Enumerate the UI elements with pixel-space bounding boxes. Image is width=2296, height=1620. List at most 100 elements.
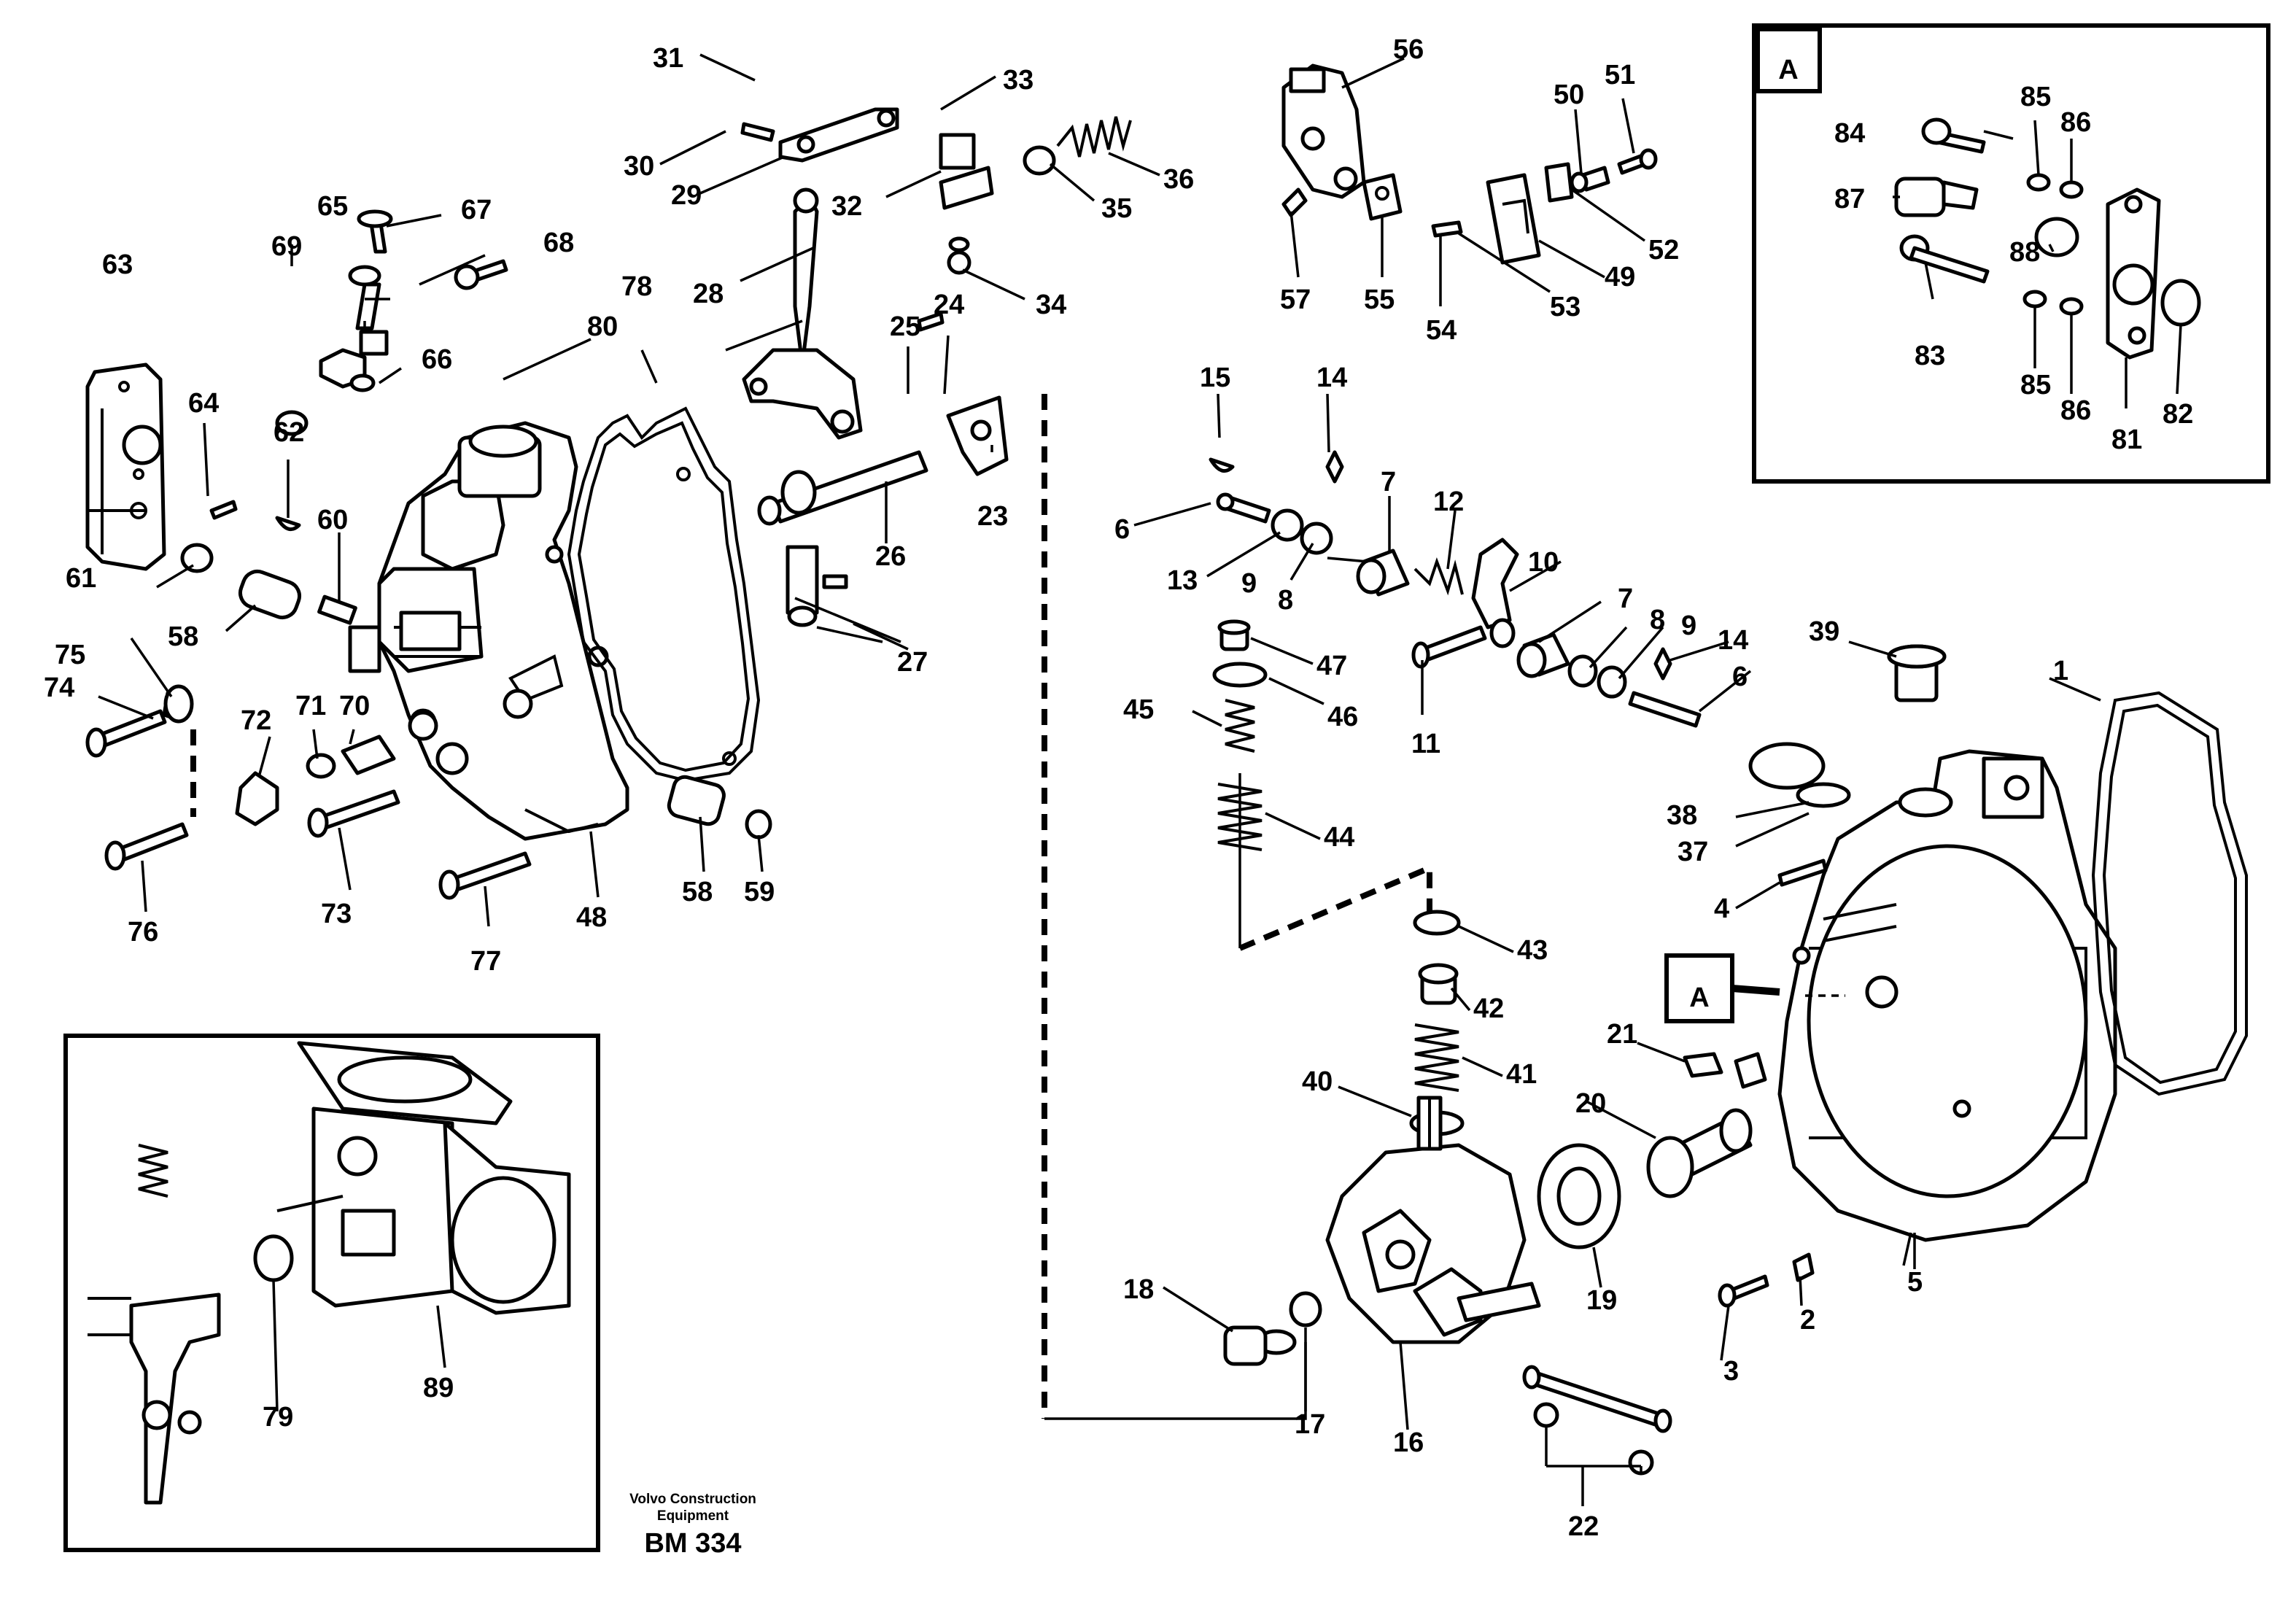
part-label-75: 75 <box>55 640 85 670</box>
part-label-22: 22 <box>1568 1511 1599 1542</box>
part-label-26: 26 <box>875 541 906 572</box>
part-label-1: 1 <box>2053 656 2068 686</box>
part-label-34: 34 <box>1036 290 1066 320</box>
part-label-5: 5 <box>1907 1267 1923 1298</box>
part-label-13: 13 <box>1167 565 1198 596</box>
part-label-55: 55 <box>1364 284 1395 315</box>
part-label-57: 57 <box>1280 284 1311 315</box>
cam-parts-19-21 <box>1537 1052 1767 1249</box>
part-label-10: 10 <box>1528 547 1559 578</box>
part-label-23: 23 <box>977 501 1008 532</box>
part-label-39: 39 <box>1809 616 1839 647</box>
part-label-65: 65 <box>317 191 348 222</box>
part-label-74: 74 <box>44 673 74 703</box>
part-label-7b: 7 <box>1618 584 1633 614</box>
part-label-64: 64 <box>188 388 219 419</box>
drawing-footer: Volvo Construction Equipment BM 334 <box>629 1492 756 1559</box>
part-label-6a: 6 <box>1114 514 1130 545</box>
bracket-group-49-57 <box>1281 63 1658 265</box>
part-label-27: 27 <box>897 647 928 678</box>
part-label-79: 79 <box>263 1402 293 1433</box>
part-label-48: 48 <box>576 902 607 933</box>
part-label-51: 51 <box>1605 60 1635 90</box>
publisher-line-2: Equipment <box>657 1508 729 1524</box>
part-label-18: 18 <box>1123 1274 1154 1305</box>
part-label-29: 29 <box>671 180 702 211</box>
part-label-46: 46 <box>1327 702 1358 732</box>
drawing-code: BM 334 <box>644 1528 741 1559</box>
spring-36 <box>1023 116 1132 176</box>
shaft-26 <box>757 395 1009 627</box>
part-label-6b: 6 <box>1732 662 1748 692</box>
part-label-9a: 9 <box>1241 568 1257 599</box>
part-label-86a: 86 <box>2060 107 2091 138</box>
part-label-88: 88 <box>2009 237 2040 268</box>
lever-28 <box>742 187 863 440</box>
part-label-11: 11 <box>1411 729 1440 759</box>
part-label-24: 24 <box>934 290 964 320</box>
governor-cover-housing <box>377 421 629 841</box>
callout-a-letter: A <box>1689 983 1709 1013</box>
leader-lines <box>98 53 2182 1506</box>
part-label-77: 77 <box>470 946 501 977</box>
part-label-63: 63 <box>102 249 133 280</box>
part-label-58b: 58 <box>682 877 713 907</box>
callout-a: A <box>1664 953 1845 1023</box>
part-label-47: 47 <box>1316 651 1347 681</box>
part-label-35: 35 <box>1101 193 1132 224</box>
part-label-67: 67 <box>461 195 492 225</box>
cover-gasket <box>567 406 761 783</box>
part-label-87: 87 <box>1834 184 1865 214</box>
part-label-31: 31 <box>653 43 683 74</box>
part-label-78: 78 <box>621 271 652 302</box>
part-label-4: 4 <box>1714 894 1729 924</box>
pump-body-16 <box>1223 1096 1672 1476</box>
gasket-1 <box>2091 691 2248 1096</box>
part-label-15: 15 <box>1200 363 1230 393</box>
part-label-42: 42 <box>1473 993 1504 1024</box>
part-label-36: 36 <box>1163 164 1194 195</box>
part-label-50: 50 <box>1554 80 1584 110</box>
part-label-32: 32 <box>831 191 862 222</box>
part-label-2: 2 <box>1800 1305 1815 1336</box>
part-label-3: 3 <box>1723 1356 1739 1387</box>
part-label-56: 56 <box>1393 34 1424 65</box>
part-label-17: 17 <box>1295 1409 1325 1440</box>
part-label-68: 68 <box>543 228 574 258</box>
part-label-37: 37 <box>1678 837 1708 867</box>
part-label-89: 89 <box>423 1373 454 1403</box>
part-label-16: 16 <box>1393 1427 1424 1458</box>
part-label-71: 71 <box>295 691 326 721</box>
part-label-33: 33 <box>1003 65 1033 96</box>
part-label-12: 12 <box>1433 487 1464 517</box>
part-label-70: 70 <box>339 691 370 721</box>
part-label-49: 49 <box>1605 262 1635 292</box>
main-housing-5 <box>1718 749 2117 1308</box>
part-label-38: 38 <box>1667 800 1697 831</box>
part-label-8a: 8 <box>1278 585 1293 616</box>
part-label-53: 53 <box>1550 292 1581 322</box>
part-label-14a: 14 <box>1316 363 1347 393</box>
part-label-19: 19 <box>1586 1285 1617 1316</box>
bottom-left-inset <box>63 1034 600 1552</box>
part-label-61: 61 <box>66 563 96 594</box>
part-label-59: 59 <box>744 877 775 907</box>
part-label-80: 80 <box>587 311 618 342</box>
part-label-66: 66 <box>422 344 452 375</box>
part-label-54: 54 <box>1426 315 1457 346</box>
part-label-85b: 85 <box>2020 370 2051 400</box>
part-label-86b: 86 <box>2060 395 2091 426</box>
bracket-29 <box>778 107 899 163</box>
part-label-62: 62 <box>274 417 304 448</box>
part-label-81: 81 <box>2111 425 2142 455</box>
part-label-9b: 9 <box>1681 611 1696 641</box>
part-label-21: 21 <box>1607 1019 1637 1050</box>
part-label-85a: 85 <box>2020 82 2051 112</box>
part-label-14b: 14 <box>1718 625 1748 656</box>
part-label-41: 41 <box>1506 1059 1537 1090</box>
part-label-72: 72 <box>241 705 271 736</box>
part-label-84: 84 <box>1834 118 1865 149</box>
plate-63 <box>85 363 166 571</box>
part-label-52: 52 <box>1648 235 1679 266</box>
